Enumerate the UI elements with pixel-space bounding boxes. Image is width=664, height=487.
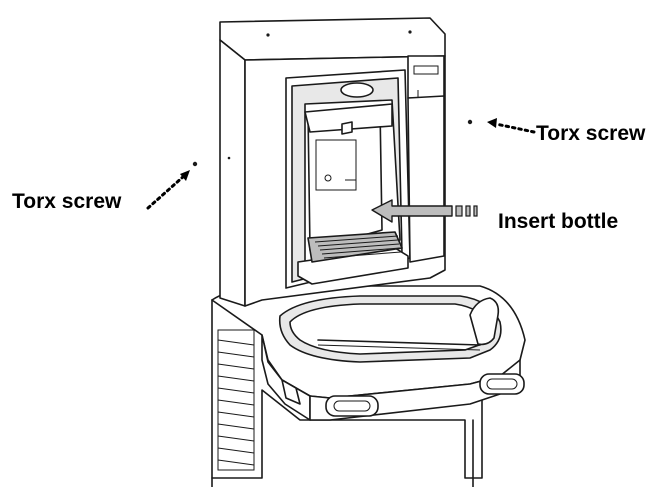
fountain-basin xyxy=(211,285,526,421)
bottle-filler-unit xyxy=(192,17,473,307)
torx-screw-label-left: Torx screw xyxy=(12,190,122,213)
left-screw-hole xyxy=(192,161,198,167)
right-screw-callout-arrow xyxy=(487,118,536,134)
insert-bottle-label: Insert bottle xyxy=(498,210,618,233)
right-screw-hole xyxy=(467,119,473,125)
vent-grille xyxy=(217,329,255,471)
left-push-button xyxy=(281,379,301,405)
drip-tray xyxy=(297,231,409,285)
left-screw-callout-arrow xyxy=(146,170,190,210)
torx-screw-label-right: Torx screw xyxy=(536,122,646,145)
insert-bottle-arrow xyxy=(371,199,478,223)
sensor-icon xyxy=(324,174,332,182)
brand-logo-badge xyxy=(340,82,374,98)
